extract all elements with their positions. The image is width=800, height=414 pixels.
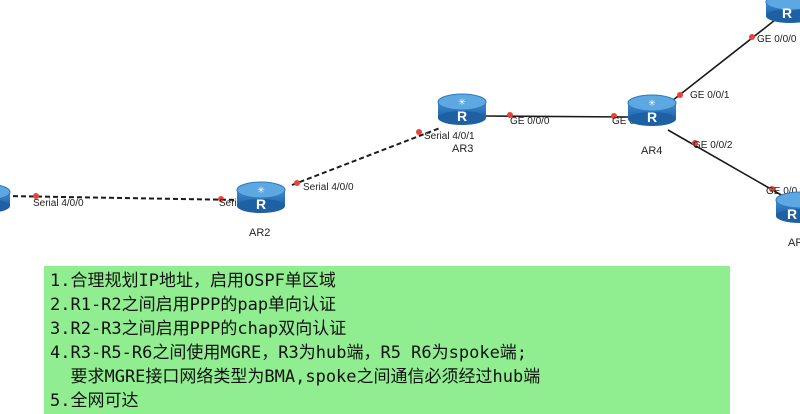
port-dot bbox=[692, 140, 698, 146]
router-r6-name: AR bbox=[788, 237, 800, 249]
router-letter: R bbox=[787, 206, 797, 222]
link-r4-r5 bbox=[667, 19, 776, 105]
router-r3-icon[interactable]: ✳ R bbox=[437, 93, 487, 125]
router-r2-icon[interactable]: ✳ R bbox=[236, 181, 286, 213]
port-dot bbox=[677, 92, 683, 98]
svg-text:✳: ✳ bbox=[648, 99, 656, 109]
svg-text:✳: ✳ bbox=[458, 98, 466, 108]
port-dots bbox=[33, 34, 775, 202]
router-r3-name: AR3 bbox=[452, 143, 473, 155]
link-r2-r3 bbox=[291, 127, 441, 186]
router-letter: R bbox=[782, 5, 792, 21]
port-label-r1-s400: Serial 4/0/0 bbox=[33, 198, 84, 209]
link-r1-r2 bbox=[4, 195, 241, 201]
router-r2-name: AR2 bbox=[249, 227, 270, 239]
port-label-r3-ge000: GE 0/0/0 bbox=[510, 116, 550, 127]
port-dot bbox=[416, 129, 422, 135]
requirement-line: 2.R1-R2之间启用PPP的pap单向认证 bbox=[50, 295, 337, 315]
port-dot bbox=[218, 196, 224, 202]
router-r1-icon[interactable] bbox=[0, 184, 11, 213]
link-r3-r4 bbox=[484, 115, 631, 118]
port-label-r5-ge000: GE 0/0/0 bbox=[757, 34, 797, 45]
router-r4-icon[interactable]: ✳ R bbox=[627, 94, 677, 126]
port-label-r6-ge00: GE 0/0 bbox=[766, 186, 798, 197]
requirement-line: 4.R3-R5-R6之间使用MGRE，R3为hub端，R5 R6为spoke端; bbox=[50, 343, 528, 363]
router-r6-icon[interactable]: R bbox=[775, 191, 800, 223]
port-dot bbox=[507, 112, 513, 118]
requirements-panel: 1.合理规划IP地址，启用OSPF单区域 2.R1-R2之间启用PPP的pap单… bbox=[44, 266, 730, 414]
router-r4-name: AR4 bbox=[641, 145, 662, 157]
svg-text:✳: ✳ bbox=[257, 186, 265, 196]
requirement-line: 1.合理规划IP地址，启用OSPF单区域 bbox=[50, 271, 336, 291]
port-dot bbox=[294, 180, 300, 186]
router-letter: R bbox=[256, 196, 266, 212]
requirement-line: 5.全网可达 bbox=[50, 391, 139, 411]
port-dot bbox=[749, 34, 755, 40]
port-label-r4-ge002: GE 0/0/2 bbox=[693, 140, 733, 151]
port-dot bbox=[33, 193, 39, 199]
router-letter: R bbox=[457, 108, 467, 124]
port-dot bbox=[769, 186, 775, 192]
port-label-r4-ge001: GE 0/0/1 bbox=[690, 90, 730, 101]
router-letter: R bbox=[647, 109, 657, 125]
port-label-r3-s401: Serial 4/0/1 bbox=[424, 131, 475, 142]
router-r5-icon[interactable]: R bbox=[765, 0, 800, 23]
requirement-line: 要求MGRE接口网络类型为BMA,spoke之间通信必须经过hub端 bbox=[50, 367, 541, 387]
port-dot bbox=[611, 113, 617, 119]
port-label-r2-s400: Serial 4/0/0 bbox=[303, 182, 354, 193]
requirement-line: 3.R2-R3之间启用PPP的chap双向认证 bbox=[50, 319, 347, 339]
